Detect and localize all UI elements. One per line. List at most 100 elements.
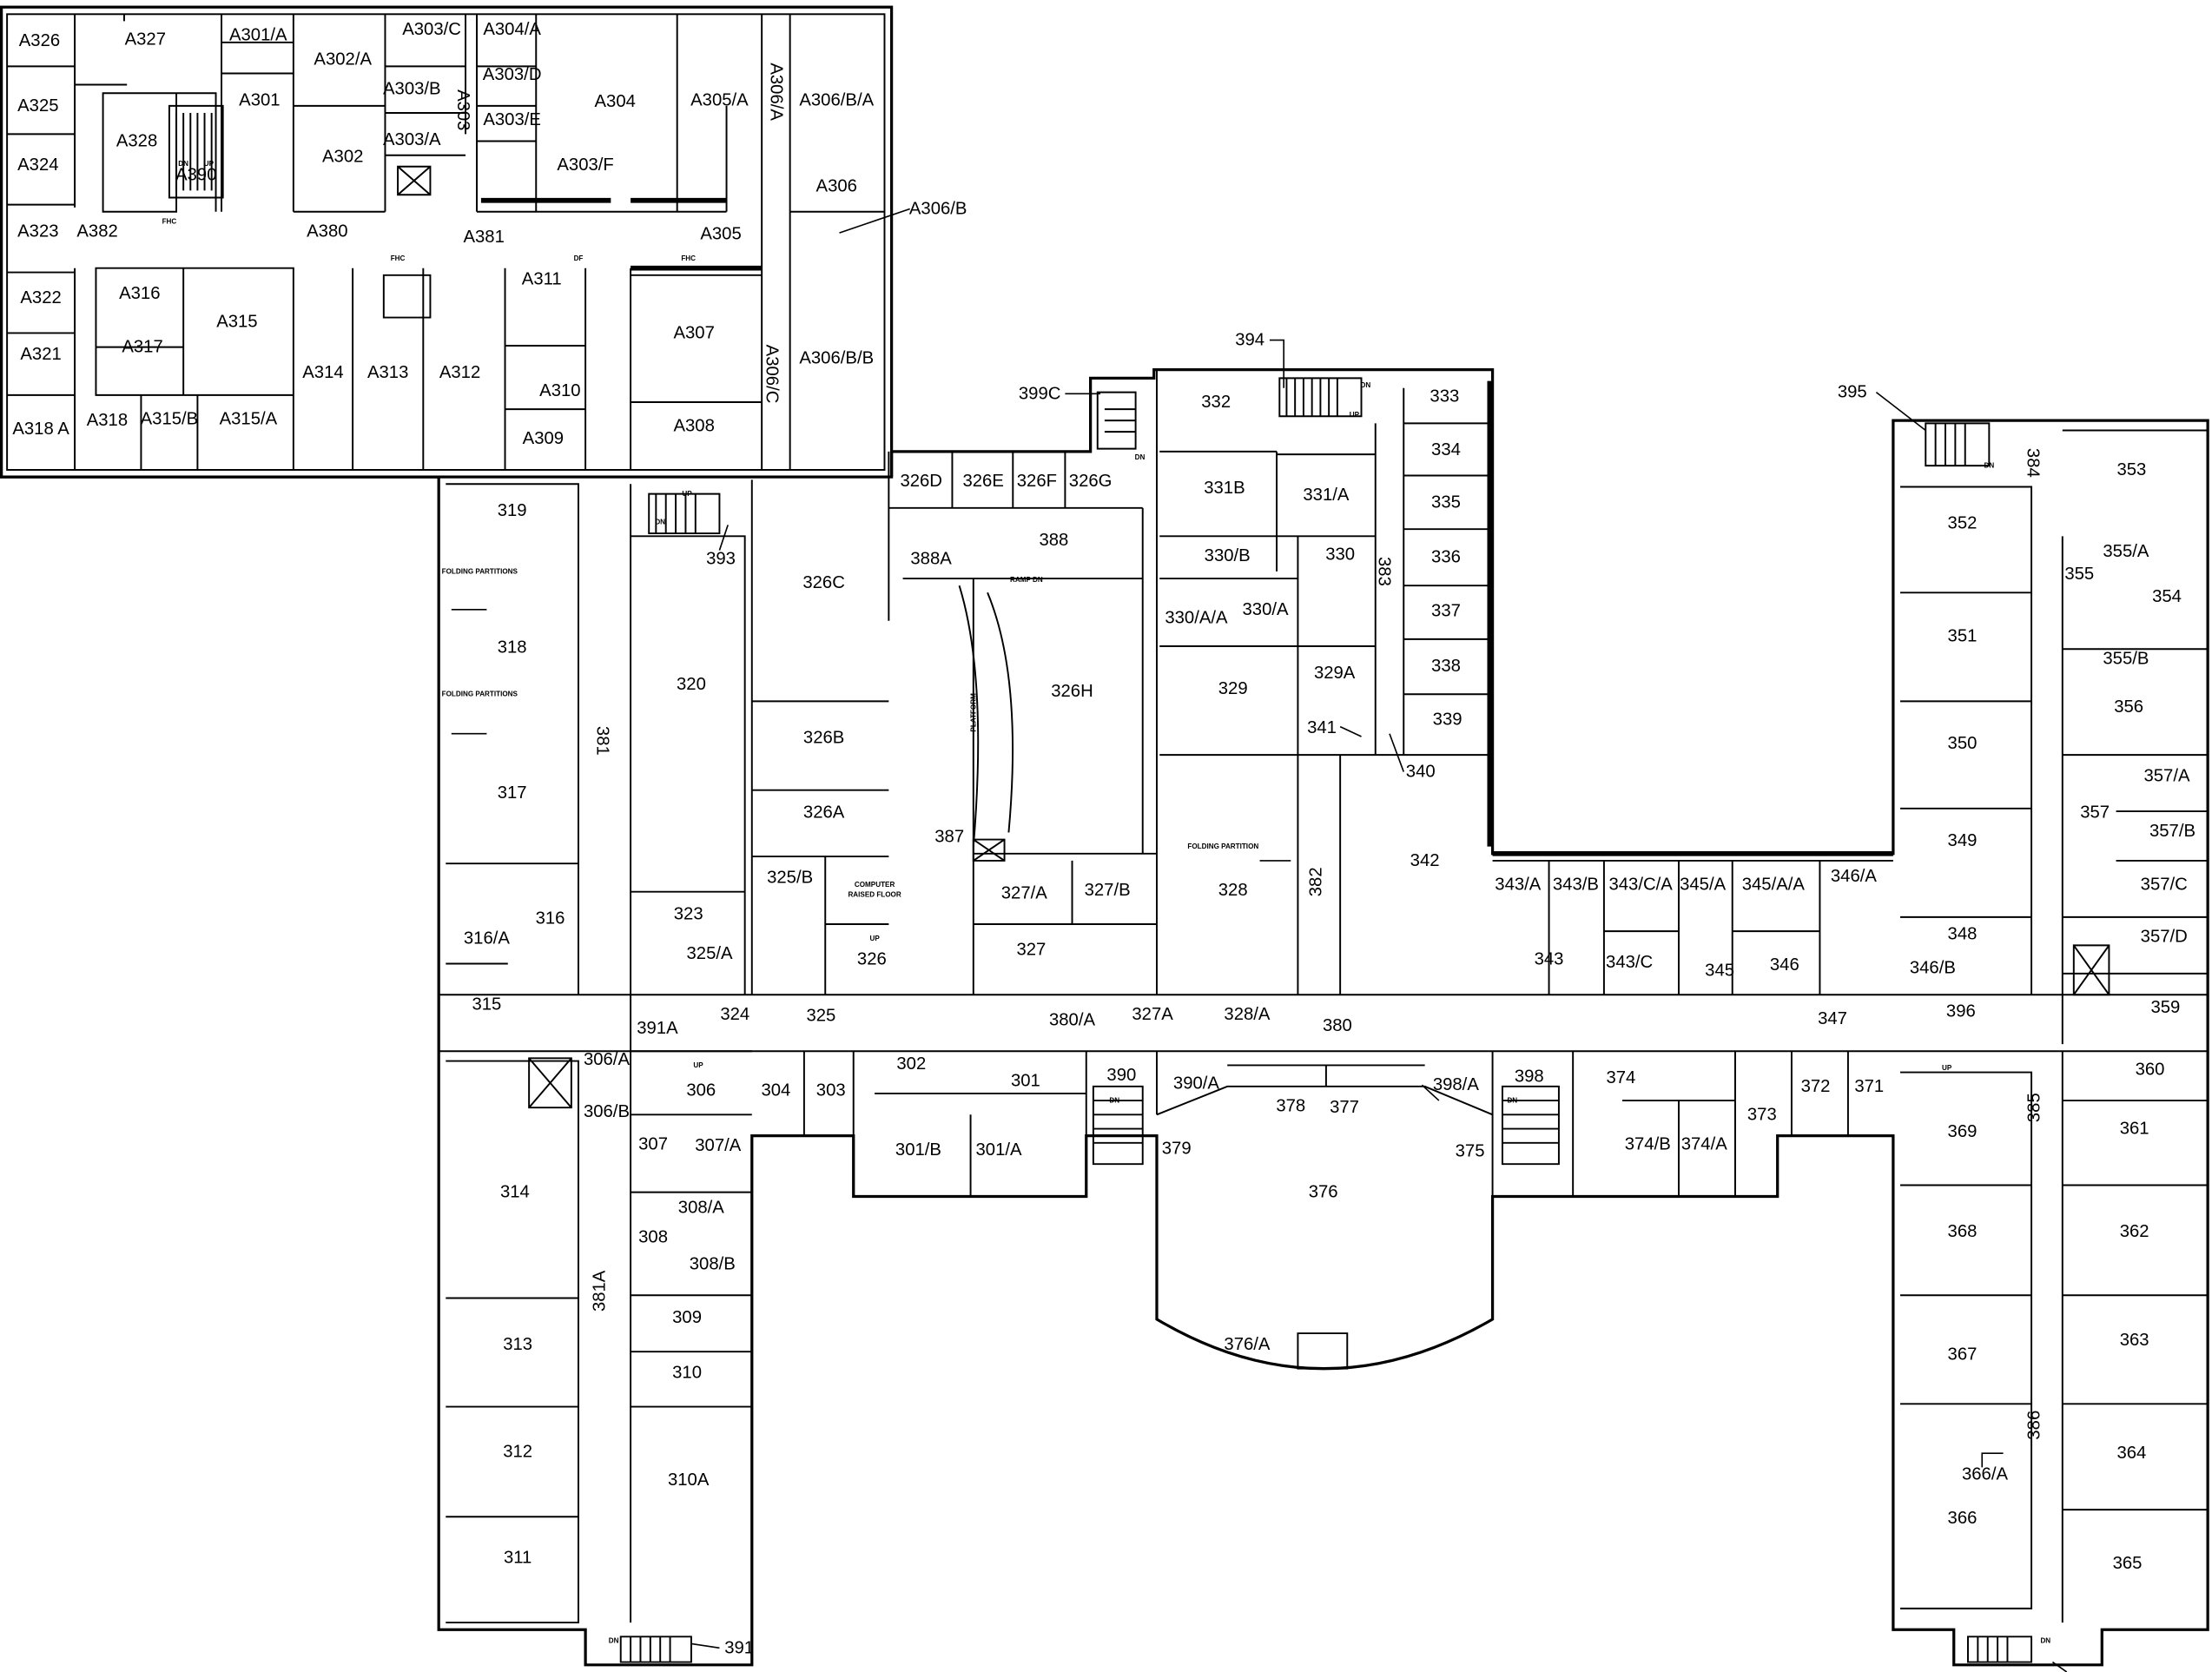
room-label: A305/A [690, 90, 749, 109]
room-label: 350 [1948, 734, 1978, 753]
room-label: 330 [1325, 545, 1355, 564]
room-label: A318 A [12, 420, 69, 439]
room-label: 346/A [1831, 867, 1878, 886]
room-label: 308/A [678, 1199, 725, 1218]
room-label: A304/A [483, 20, 541, 39]
room-label: 367 [1948, 1345, 1978, 1364]
room-label: A302/A [314, 50, 372, 69]
room-label: 364 [2116, 1444, 2146, 1463]
room-label: 355/B [2103, 650, 2149, 669]
room-label: 311 [504, 1548, 532, 1567]
room-label: A302 [322, 147, 363, 166]
room-label: 349 [1948, 831, 1978, 850]
room-label: 391 [724, 1638, 754, 1657]
room-label: 355 [2064, 565, 2094, 584]
room-label: 390 [1106, 1066, 1136, 1085]
room-label: 326F [1017, 472, 1057, 491]
stair-dn-note: DN [1984, 462, 1994, 470]
room-label: A306/B/A [799, 90, 874, 109]
ramp-dn-note: RAMP DN [1010, 576, 1043, 584]
room-label: 336 [1431, 548, 1461, 567]
room-label: 314 [500, 1183, 530, 1202]
stair-dn-note: DN [178, 160, 188, 168]
room-label: 345/A [1680, 876, 1727, 895]
room-label: 374 [1606, 1068, 1635, 1087]
room-label: 394 [1235, 331, 1264, 350]
room-label: A325 [17, 96, 58, 116]
stair-dn-note: DN [1361, 381, 1371, 389]
room-label: A303/C [402, 20, 461, 39]
room-label: 384 [2024, 448, 2043, 478]
folding-partitions-note: FOLDING PARTITIONS [442, 567, 518, 575]
room-label: 366/A [1962, 1465, 2009, 1484]
room-label: A310 [539, 381, 580, 400]
room-label: 316 [536, 909, 565, 929]
room-label: 303 [816, 1081, 846, 1100]
room-label: 360 [2136, 1060, 2165, 1079]
fhc-note: FHC [162, 218, 177, 226]
room-label: 301 [1011, 1071, 1040, 1090]
room-label: 347 [1818, 1009, 1847, 1028]
room-label: 362 [2120, 1222, 2149, 1241]
room-label: A381 [463, 228, 504, 247]
stair-up-note: UP [204, 160, 215, 168]
room-label: 379 [1162, 1139, 1192, 1158]
room-label: A309 [523, 429, 564, 448]
room-label: 331B [1204, 479, 1245, 498]
room-label: 327 [1016, 940, 1046, 959]
room-label: 369 [1948, 1122, 1978, 1141]
elevator-icon [397, 165, 2110, 1109]
room-label: A305 [700, 225, 741, 244]
room-label: A308 [673, 417, 714, 436]
room-label: A390 [175, 165, 216, 184]
room-label: A313 [367, 363, 408, 382]
room-label: 330/B [1205, 546, 1251, 565]
df-note: DF [574, 254, 584, 262]
room-label: 329 [1218, 679, 1248, 698]
room-label: A306/B/B [799, 349, 874, 368]
room-label: 357/B [2149, 822, 2195, 841]
room-label: A318 [87, 411, 128, 430]
room-label: 399C [1019, 384, 1061, 403]
room-label: 315 [472, 995, 501, 1014]
room-label: 341 [1307, 718, 1337, 737]
stair-up-note: UP [1350, 411, 1360, 419]
room-label: A327 [125, 30, 166, 50]
raised-floor-note: RAISED FLOOR [848, 890, 901, 898]
room-label: 355/A [2103, 542, 2149, 561]
room-label: 372 [1801, 1077, 1831, 1096]
room-label: A322 [20, 288, 61, 307]
room-label: 326G [1069, 472, 1113, 491]
main-room-labels: 399C 394 332 333 334 335 331B 331/A 395 … [464, 331, 2195, 1658]
room-label: 343 [1535, 950, 1564, 969]
room-label: A303/A [383, 130, 441, 149]
room-label: 391A [637, 1019, 678, 1038]
room-label: 368 [1948, 1222, 1978, 1241]
room-label: 330/A/A [1165, 609, 1228, 628]
room-label: 309 [672, 1308, 702, 1327]
stair-up-note: UP [693, 1061, 703, 1069]
room-label: 302 [896, 1054, 926, 1074]
room-label: A303/E [483, 110, 541, 129]
stair-dn-note: DN [2040, 1637, 2050, 1645]
room-label: A306/A [766, 63, 785, 121]
room-label: 317 [498, 783, 527, 803]
room-label: 352 [1948, 514, 1978, 533]
room-label: 306/A [584, 1050, 631, 1069]
room-label: 319 [498, 501, 527, 520]
room-label: A382 [76, 221, 117, 241]
room-label: A311 [522, 270, 562, 289]
room-label: 326B [803, 729, 844, 748]
room-label: 345 [1705, 962, 1734, 981]
room-label: 353 [2116, 460, 2146, 479]
room-label: 357/C [2141, 876, 2188, 895]
room-label: 388 [1039, 531, 1068, 550]
room-label: 328/A [1224, 1005, 1271, 1024]
fhc-note: FHC [391, 254, 406, 262]
room-label: 327/B [1085, 881, 1131, 900]
room-label: 388A [910, 549, 952, 568]
room-label: 380/A [1049, 1010, 1096, 1029]
room-label: 363 [2120, 1331, 2149, 1350]
stair-dn-note: DN [1507, 1097, 1517, 1105]
room-label: A306/B [909, 199, 967, 218]
